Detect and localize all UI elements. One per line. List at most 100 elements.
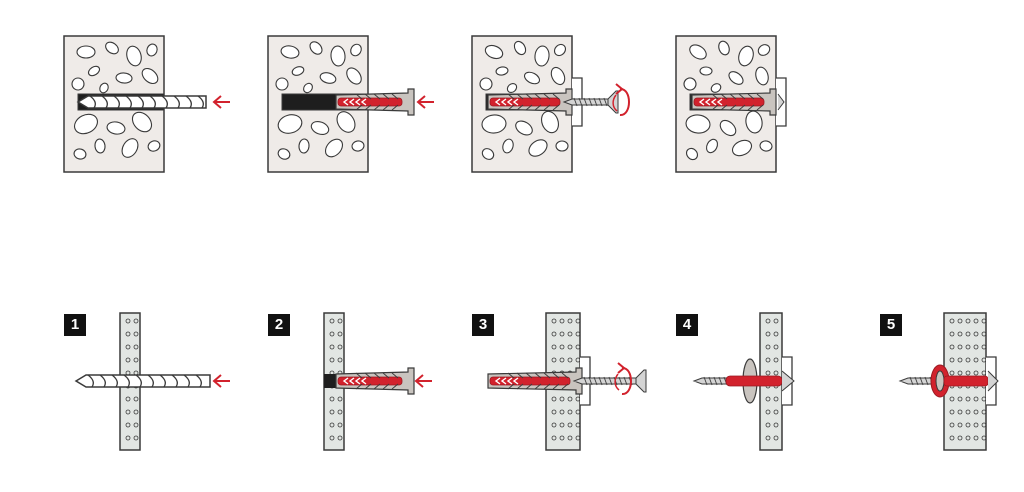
board-pore [957, 370, 963, 376]
board-pore [567, 344, 573, 350]
board-pore [949, 409, 955, 415]
anchor-segment [516, 372, 524, 390]
screw-thread [713, 376, 718, 386]
board-pore [337, 318, 343, 324]
board-pore [133, 435, 139, 441]
board-pore [575, 344, 581, 350]
board-pore [965, 370, 971, 376]
aggregate-stone [738, 45, 754, 67]
board-pore [133, 318, 139, 324]
drill-flute [171, 374, 178, 388]
board-pore [329, 435, 335, 441]
board-pore [957, 318, 963, 324]
anchor-red-core [693, 97, 765, 107]
aggregate-stone [685, 114, 711, 134]
aggregate-stone [147, 140, 161, 152]
board-pore [551, 344, 557, 350]
anchor-chevron [500, 377, 507, 385]
anchor-segment [534, 93, 542, 111]
screw-thread [593, 97, 598, 107]
drill-flute [183, 374, 190, 388]
drill-flute [125, 95, 132, 109]
board-pore [981, 422, 987, 428]
aggregate-stone [303, 82, 313, 94]
board-pore [973, 422, 979, 428]
aggregate-stone [728, 71, 744, 85]
board-pore [125, 422, 131, 428]
aggregate-stone [689, 44, 707, 60]
rotation-arrow-back [612, 94, 618, 112]
aggregate-stone [484, 44, 504, 60]
anchor-segment [552, 93, 560, 111]
anchor-chevron [342, 98, 349, 106]
board-pore [133, 344, 139, 350]
board-pore [125, 357, 131, 363]
aggregate-stone [513, 40, 527, 56]
board-step-3 [487, 312, 647, 451]
anchor-segment [507, 93, 515, 111]
board-step-4 [692, 312, 795, 451]
screw-thread [919, 376, 924, 386]
aggregate-stone [115, 72, 133, 84]
step-badge-row2-3: 3 [472, 314, 494, 336]
aggregate-stone [757, 44, 771, 56]
screw-thread [598, 97, 603, 107]
anchor-red-core [489, 97, 561, 107]
board-pore [551, 422, 557, 428]
anchor-segment [738, 93, 746, 111]
board-pore [973, 435, 979, 441]
aggregate-stone [685, 147, 699, 161]
aggregate-stone [699, 66, 713, 76]
board-pore [765, 435, 771, 441]
board-pore [329, 357, 335, 363]
rotation-arrow-back [614, 373, 620, 391]
aggregate-stone [555, 140, 569, 152]
drill-flute [113, 95, 120, 109]
screw-thread [608, 376, 613, 386]
board-pore [337, 396, 343, 402]
board-pore [949, 344, 955, 350]
rotation-arrow [619, 88, 630, 116]
board-pore [559, 331, 565, 337]
anchor-segment [525, 372, 533, 390]
aggregate-stone [346, 67, 362, 85]
board-pore [559, 357, 565, 363]
anchor-segment [364, 372, 372, 390]
aggregate-stone [745, 110, 763, 134]
anchor-chevron [716, 98, 723, 106]
screw-head-flush [777, 93, 785, 111]
board-pore [949, 318, 955, 324]
screw-thread [588, 376, 593, 386]
drill-flute [101, 95, 108, 109]
board-pore [329, 331, 335, 337]
board-pore [973, 409, 979, 415]
aggregate-stone [310, 120, 330, 136]
aggregate-stone [146, 43, 158, 57]
board-pore [337, 422, 343, 428]
board-pore [981, 409, 987, 415]
anchor-segment [364, 93, 372, 111]
aggregate-stone [495, 66, 509, 76]
board-pore [949, 435, 955, 441]
board-pore [567, 357, 573, 363]
board-pore [957, 396, 963, 402]
aggregate-stone [76, 45, 96, 59]
board-pore [559, 409, 565, 415]
push-arrow-head [212, 95, 222, 109]
board-pore [957, 409, 963, 415]
board-pore [329, 344, 335, 350]
aggregate-stone [705, 138, 719, 154]
screw-thread [914, 376, 919, 386]
board-pore [965, 409, 971, 415]
screw-thread [593, 376, 598, 386]
board-pore [949, 370, 955, 376]
screw-thread [924, 376, 929, 386]
step-badge-row2-5: 5 [880, 314, 902, 336]
board-pore [329, 422, 335, 428]
board-pore [957, 331, 963, 337]
anchor-red-core [725, 375, 783, 387]
anchor-segment [373, 372, 381, 390]
board-pore [337, 435, 343, 441]
drill-flute [149, 95, 156, 109]
